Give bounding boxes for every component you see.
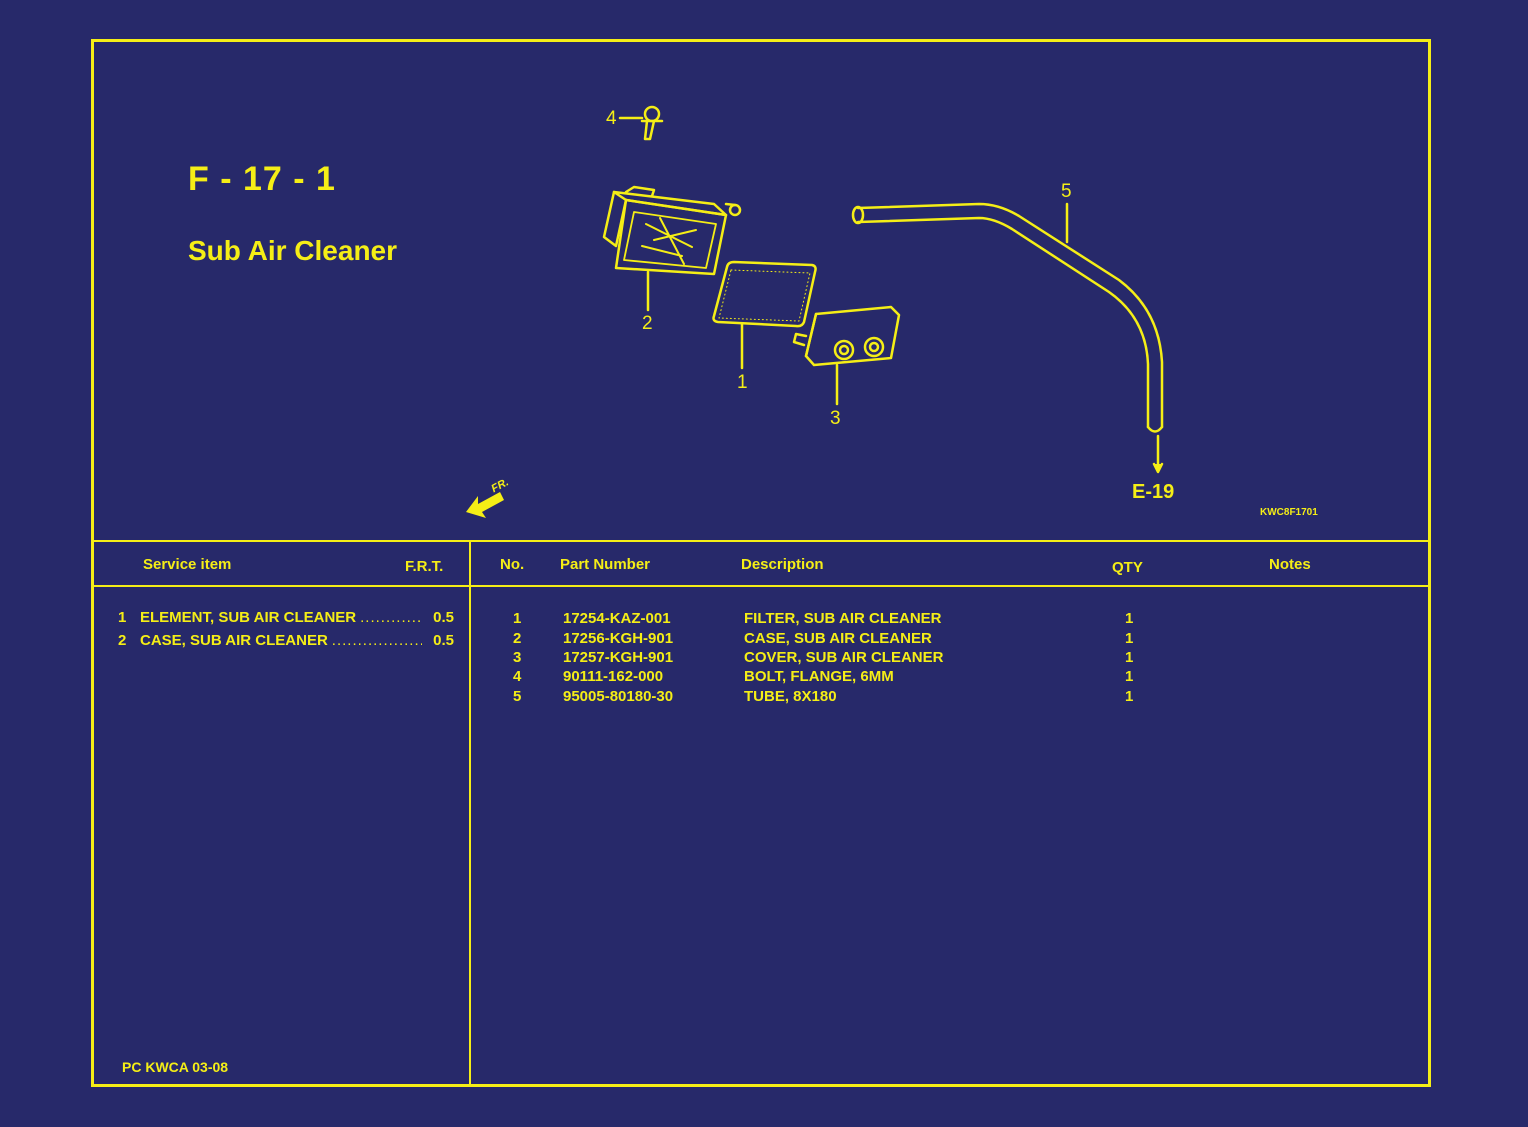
front-label: FR. (489, 476, 510, 495)
catalog-code-footer: PC KWCA 03-08 (122, 1059, 229, 1075)
exploded-diagram: 4 2 1 3 5 E-19 FR. (466, 105, 1174, 518)
parts-sheet-frame: F - 17 - 1 Sub Air Cleaner (91, 39, 1431, 1087)
part-number-header: Part Number (560, 556, 651, 573)
service-item-header: Service item (143, 556, 232, 573)
table-row: 1 17254-KAZ-001 FILTER, SUB AIR CLEANER … (513, 610, 1134, 627)
callout-5: 5 (1061, 181, 1072, 202)
callout-4: 4 (606, 108, 617, 129)
bolt-part-4 (640, 105, 664, 141)
table-row: 2 17256-KGH-901 CASE, SUB AIR CLEANER 1 (513, 630, 1134, 647)
connector-label: E-19 (1132, 481, 1174, 503)
header-divider (94, 585, 1428, 587)
service-row: 2 CASE, SUB AIR CLEANER 0.5 (118, 632, 454, 649)
table-row: 4 90111-162-000 BOLT, FLANGE, 6MM 1 (513, 668, 1134, 685)
case-part-2 (602, 185, 742, 276)
callout-2: 2 (642, 313, 653, 334)
figure-reference-code: KWC8F1701 (1260, 507, 1318, 518)
cover-part-3 (792, 305, 901, 367)
section-divider (94, 540, 1428, 542)
table-row: 3 17257-KGH-901 COVER, SUB AIR CLEANER 1 (513, 649, 1134, 666)
qty-header: QTY (1112, 559, 1143, 576)
callout-1: 1 (737, 372, 748, 393)
frt-header: F.R.T. (405, 558, 444, 575)
filter-part-1 (712, 260, 817, 328)
figure-id: F - 17 - 1 (188, 160, 336, 198)
figure-title: Sub Air Cleaner (188, 235, 398, 266)
description-header: Description (741, 556, 824, 573)
no-header: No. (500, 556, 525, 573)
service-row: 1 ELEMENT, SUB AIR CLEANER 0.5 (118, 609, 454, 626)
table-row: 5 95005-80180-30 TUBE, 8X180 1 (513, 688, 1134, 705)
callout-3: 3 (830, 408, 841, 429)
tube-part-5 (851, 202, 1164, 433)
column-divider (469, 542, 471, 1084)
notes-header: Notes (1269, 556, 1311, 573)
front-direction-arrow (466, 492, 504, 518)
